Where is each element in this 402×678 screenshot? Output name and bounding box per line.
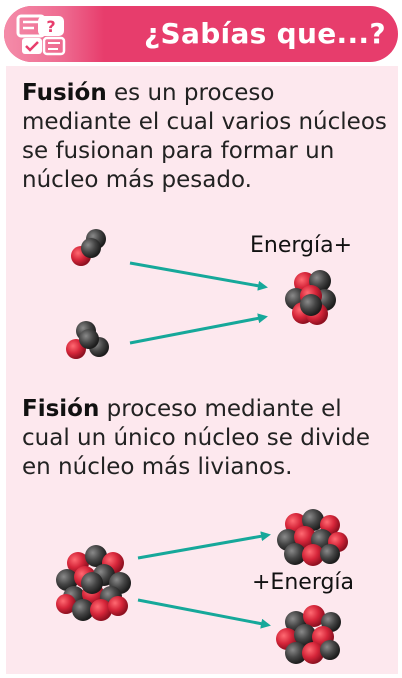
fusion-paragraph: Fusión es un proceso mediante el cual va… — [22, 79, 387, 195]
fision-product-nucleus-bottom — [276, 605, 341, 664]
fision-energy-label: +Energía — [252, 570, 355, 595]
fusion-arrow-bottom — [129, 313, 268, 345]
fision-paragraph: Fisión proceso mediante el cual un único… — [22, 395, 387, 482]
fision-term: Fisión — [22, 396, 100, 422]
svg-text:?: ? — [46, 17, 55, 36]
fusion-product-nucleus — [285, 270, 336, 325]
question-idea-icon: ? — [14, 12, 74, 58]
fusion-nucleus-1 — [71, 229, 106, 266]
fision-product-nucleus-top — [277, 509, 348, 566]
fusion-nucleus-2 — [66, 321, 109, 359]
fusion-description: es un proceso mediante el cual varios nú… — [22, 80, 387, 193]
fusion-term: Fusión — [22, 80, 107, 106]
fision-description: proceso mediante el cual un único núcleo… — [22, 396, 370, 480]
fision-arrow-bottom — [137, 598, 271, 629]
fusion-energy-label: Energía+ — [250, 233, 353, 258]
fision-large-nucleus — [56, 545, 131, 621]
fision-arrow-top — [137, 531, 271, 560]
fusion-arrow-top — [129, 261, 268, 291]
section-header: ? ¿Sabías que...? — [4, 6, 398, 62]
header-title: ¿Sabías que...? — [144, 17, 386, 50]
